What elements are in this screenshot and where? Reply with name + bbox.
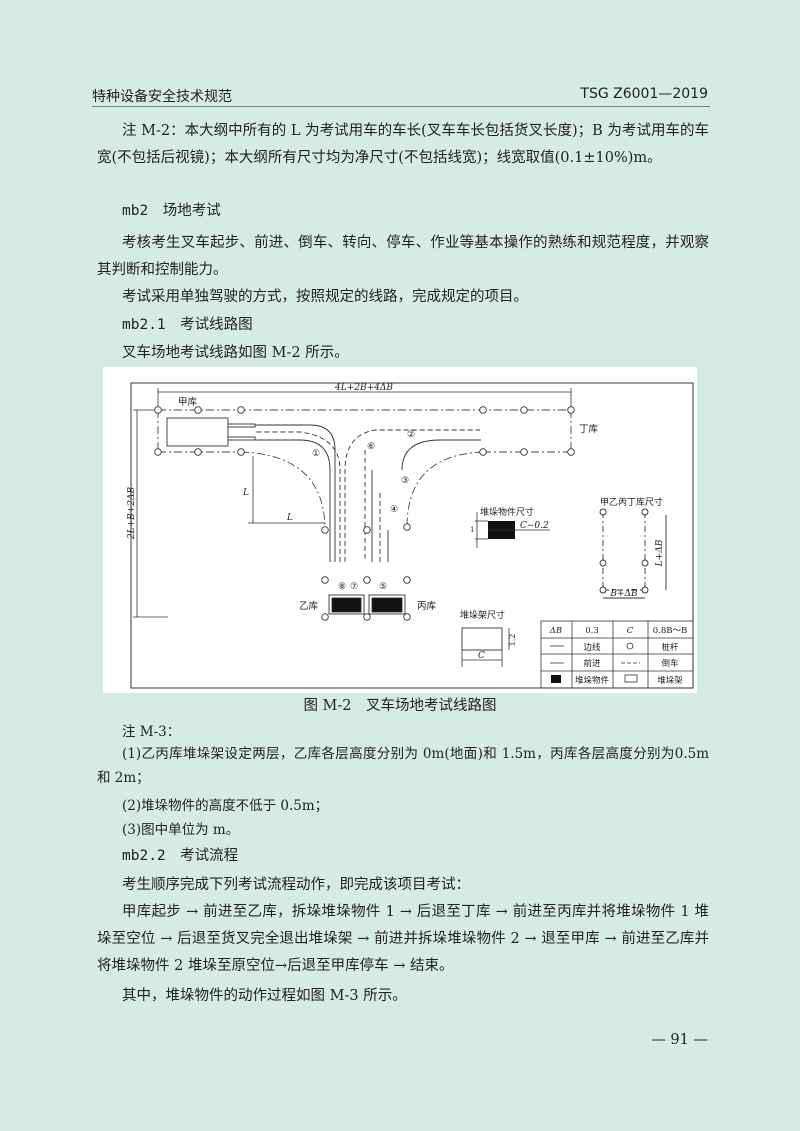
stack-item-dim2: 1 [470,526,474,534]
route-7: ⑦ [350,582,358,592]
route-numbers: ① ② ③ ④ ⑤ ⑥ ⑦ ⑧ [312,430,415,592]
storage-racks [328,594,406,615]
legend-cell: ΔB [549,626,562,636]
bay-length-dim: L+ΔB [655,539,665,567]
route-1: ① [312,449,320,459]
bay-width-dim: B+ΔB [609,589,638,599]
note-m3-item-2: (2)堆垛物件的高度不低于 0.5m； [122,798,329,814]
dim-left-label: 2L+B+2ΔB [127,487,137,541]
legend-cell: 边线 [583,642,601,653]
section-mb22-title: mb2.2 考试流程 [122,848,239,864]
forklift-icon [166,417,256,447]
section-mb22-p1: 考生顺序完成下列考试流程动作，即完成该项目考试： [122,877,470,893]
dim-L-horizontal: L [286,513,293,523]
header-rule [92,106,710,107]
rack-size-title: 堆垛架尺寸 [460,609,505,621]
legend-cell: 0.3 [585,626,599,636]
section-mb22-p3: 其中，堆垛物件的动作过程如图 M-3 所示。 [122,988,407,1004]
route-2: ② [407,430,415,440]
legend-cell: 倒车 [661,658,678,669]
note-m3-item-3: (3)图中单位为 m。 [122,822,240,838]
figure-caption: 图 M-2 叉车场地考试线路图 [303,698,497,714]
stack-item-size-title: 堆垛物件尺寸 [480,506,534,518]
header-standard-code: TSG Z6001—2019 [580,86,708,102]
rack-height-dim: 1.2 [508,634,517,647]
rack-width-dim: C [478,651,485,661]
note-m3-item-1: (1)乙丙库堆垛架设定两层，乙库各层高度分别为 0m(地面)和 1.5m，丙库各… [97,746,709,786]
label-jia-bay: 甲库 [178,396,198,408]
dim-L-vertical: L [242,488,249,498]
legend-table [540,620,694,689]
bay-size-title: 甲乙丙丁库尺寸 [600,496,663,508]
legend-cell: 堆垛物件 [575,675,610,686]
route-8: ⑧ [338,582,346,592]
section-mb2-title: mb2 场地考试 [122,203,221,219]
route-4: ④ [390,505,398,515]
section-mb21-title: mb2.1 考试线路图 [122,317,253,333]
section-mb22-p2: 甲库起步 → 前进至乙库，拆垛堆垛物件 1 → 后退至丁库 → 前进至丙库并将堆… [97,904,709,974]
stack-item-dim: C−0.2 [520,521,549,531]
legend-cell: C [627,626,634,636]
section-mb2-p1: 考核考生叉车起步、前进、倒车、转向、停车、作业等基本操作的熟练和规范程度，并观察… [97,235,709,278]
label-yi-bay: 乙库 [299,600,319,612]
header-title: 特种设备安全技术规范 [92,89,232,105]
section-mb21-p1: 叉车场地考试线路如图 M-2 所示。 [122,345,349,361]
route-diagram: 4L+2B+4ΔB 2L+B+2ΔB ① ② ③ ④ ⑤ ⑥ ⑦ ⑧ [103,367,697,693]
route-6: ⑥ [367,442,375,452]
posts [154,406,575,621]
note-m3-title: 注 M-3： [122,724,181,740]
label-ding-bay: 丁库 [579,423,599,435]
route-5: ⑤ [379,582,387,592]
legend-cell: 桩杆 [661,642,679,653]
dim-top-label: 4L+2B+4ΔB [334,383,393,393]
section-mb2-p2: 考试采用单独驾驶的方式，按照规定的线路，完成规定的项目。 [122,289,528,305]
label-bing-bay: 丙库 [417,600,437,612]
legend-cell: 堆垛架 [657,675,683,686]
legend-cell: 前进 [583,658,601,669]
legend-cell: 0.8B～B [653,626,688,636]
note-m2: 注 M-2：本大纲中所有的 L 为考试用车的车长(叉车车长包括货叉长度)；B 为… [97,123,709,166]
route-3: ③ [401,476,409,486]
page-number: — 91 — [651,1032,708,1048]
